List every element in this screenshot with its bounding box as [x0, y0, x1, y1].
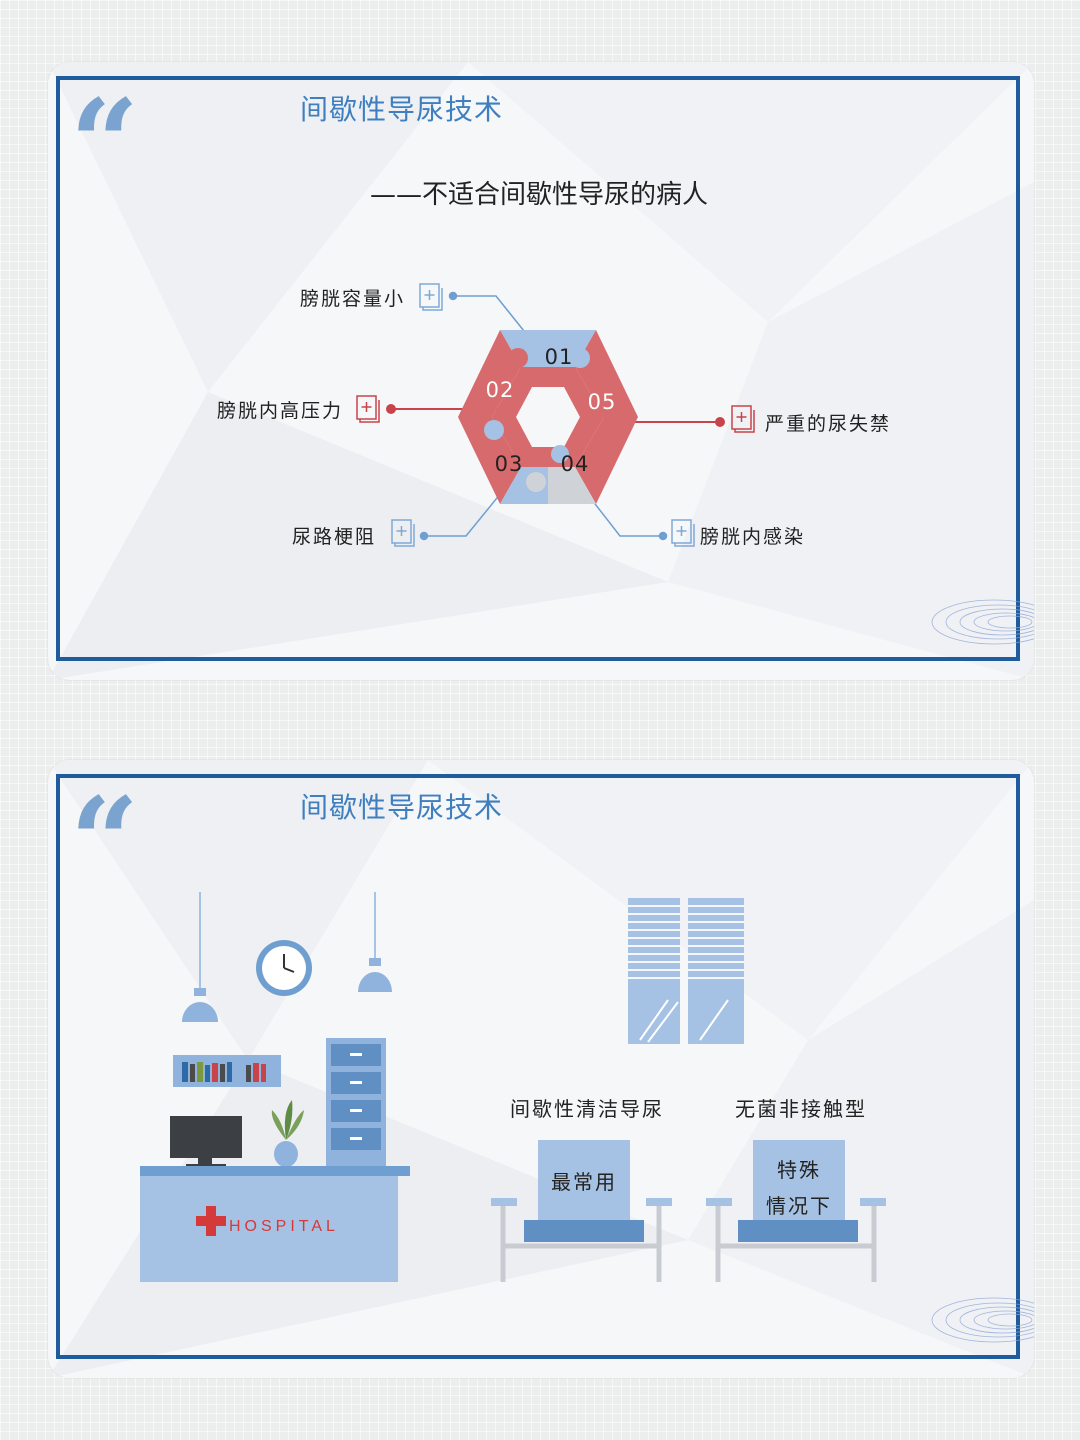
hex-piece-05	[575, 330, 638, 417]
reception-desk	[140, 1166, 410, 1282]
connector-03	[419, 481, 511, 541]
hex-number-04: 04	[561, 452, 590, 476]
slide-2-frame	[56, 774, 1020, 1359]
chair-1-text: 最常用	[551, 1170, 617, 1194]
item-label-04: 膀胱内感染	[700, 526, 806, 548]
medical-book-icon-04	[671, 519, 695, 547]
hex-piece-02	[458, 330, 521, 417]
hex-number-01: 01	[545, 345, 574, 369]
swirl-decoration	[931, 599, 1034, 645]
slide-1: “ 间歇性导尿技术 ——不适合间歇性导尿的病人	[48, 62, 1034, 680]
medical-book-icon-03	[391, 519, 415, 547]
medical-book-icon-01	[419, 283, 443, 311]
bookshelf-icon	[173, 1055, 281, 1087]
hospital-sign: HOSPITAL	[229, 1218, 339, 1235]
chair-2	[706, 1140, 886, 1282]
slide-1-subtitle: ——不适合间歇性导尿的病人	[370, 180, 709, 210]
hospital-illustration	[140, 892, 1034, 1343]
slide-2: “ 间歇性导尿技术	[48, 760, 1034, 1378]
hex-number-02: 02	[486, 378, 515, 402]
hex-piece-05b	[575, 417, 638, 504]
option-heading-clean: 间歇性清洁导尿	[510, 1097, 664, 1121]
chair-2-text-line1: 特殊	[777, 1158, 821, 1182]
potted-plant-icon	[271, 1100, 304, 1167]
item-label-03: 尿路梗阻	[292, 526, 377, 548]
lamp-icon	[358, 892, 392, 992]
hex-number-05: 05	[588, 390, 617, 414]
red-cross-icon	[196, 1206, 226, 1236]
window-blinds	[628, 898, 744, 1044]
medical-book-icon-05	[731, 405, 755, 433]
computer-monitor-icon	[170, 1116, 242, 1168]
hex-piece-04	[548, 467, 596, 504]
slide-1-background	[48, 62, 1034, 680]
hex-hole	[516, 387, 580, 447]
slide-2-title: 间歇性导尿技术	[300, 791, 504, 824]
swirl-decoration	[931, 1297, 1034, 1343]
hex-diagram: 01 02 05 03 04	[356, 283, 1034, 645]
option-heading-sterile: 无菌非接触型	[735, 1097, 867, 1121]
hexagon	[458, 330, 638, 504]
chair-2-text-line2: 情况下	[766, 1194, 832, 1218]
medical-book-icon-02	[356, 395, 380, 423]
item-label-01: 膀胱容量小	[300, 288, 406, 310]
slide-1-frame	[56, 76, 1020, 661]
chair-1	[491, 1140, 672, 1282]
item-label-05: 严重的尿失禁	[765, 413, 892, 435]
filing-cabinet-icon	[326, 1038, 386, 1166]
slide-1-title: 间歇性导尿技术	[300, 93, 504, 126]
item-label-02: 膀胱内高压力	[217, 400, 344, 422]
lamp-icon	[182, 892, 218, 1022]
hex-number-03: 03	[495, 452, 524, 476]
clock-icon	[256, 940, 312, 996]
hex-piece-02b	[458, 417, 521, 504]
